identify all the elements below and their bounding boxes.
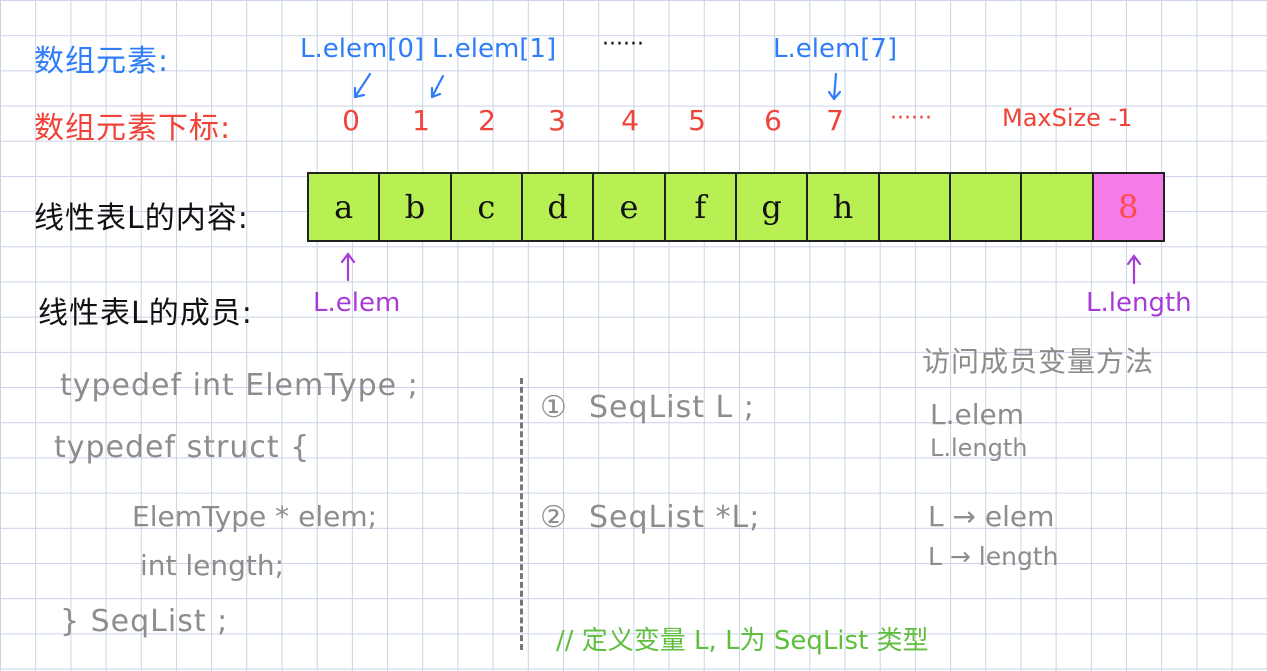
arrow-ref-0 [353,72,372,99]
access-title: 访问成员变量方法 [922,345,1155,378]
cell-8 [879,174,951,240]
declaration-2-text: SeqList *L; [588,500,761,535]
member-length-label: L.length [1086,288,1192,318]
declaration-1-marker: ① [540,390,568,425]
member-elem-label: L.elem [313,288,401,318]
access-dot-length: L.length [930,434,1028,462]
label-list-content: 线性表L的内容: [34,201,249,236]
label-array-indices: 数组元素下标: [34,111,232,146]
cell-length-marker: 8 [1093,174,1163,240]
arrow-ref-7 [832,72,838,101]
declaration-comment: // 定义变量 L, L为 SeqList 类型 [556,626,929,656]
index-7: 7 [826,104,844,137]
section-divider [520,378,523,650]
declaration-1-text: SeqList L ; [588,390,755,425]
elem-ref-ellipsis: ······ [602,32,644,57]
index-1: 1 [412,104,430,137]
declaration-2-marker: ② [540,500,568,535]
declaration-1: ① SeqList L ; [540,390,755,425]
index-4: 4 [621,104,639,137]
arrow-ref-0-head [353,86,366,99]
arrow-ref-1 [430,74,445,99]
elem-ref-1: L.elem[1] [432,34,557,64]
index-6: 6 [764,104,782,137]
cell-2: c [451,174,523,240]
declaration-2: ② SeqList *L; [540,500,760,535]
label-list-members: 线性表L的成员: [38,296,253,331]
cell-10 [1022,174,1094,240]
code-line-1: typedef int ElemType ; [60,368,419,403]
index-5: 5 [688,104,706,137]
arrow-member-length [1126,254,1142,285]
elem-ref-0: L.elem[0] [300,34,425,64]
index-ellipsis: ······ [890,106,932,131]
cell-3: d [522,174,595,240]
index-3: 3 [548,104,566,137]
access-dot-elem: L.elem [930,398,1025,431]
code-line-4: int length; [140,549,285,582]
cell-0: a [309,174,381,240]
access-arrow-elem: L → elem [928,500,1055,533]
cell-9 [950,174,1023,240]
index-maxsize: MaxSize -1 [1002,104,1133,132]
arrow-ref-7-head [827,90,842,101]
cell-7: h [808,174,880,240]
cell-1: b [380,174,452,240]
label-array-elements: 数组元素: [34,44,170,79]
arrow-ref-1-head [430,86,442,99]
elem-ref-7: L.elem[7] [773,34,898,64]
cell-4: e [594,174,666,240]
code-line-5: } SeqList ; [60,604,229,639]
code-line-2: typedef struct { [54,430,311,465]
list-array: a b c d e f g h 8 [307,172,1165,242]
arrow-member-elem [340,252,356,282]
cell-5: f [665,174,737,240]
access-arrow-length: L → length [928,542,1059,571]
code-line-3: ElemType * elem; [132,500,378,533]
index-2: 2 [478,104,496,137]
index-0: 0 [342,104,360,137]
cell-6: g [736,174,809,240]
